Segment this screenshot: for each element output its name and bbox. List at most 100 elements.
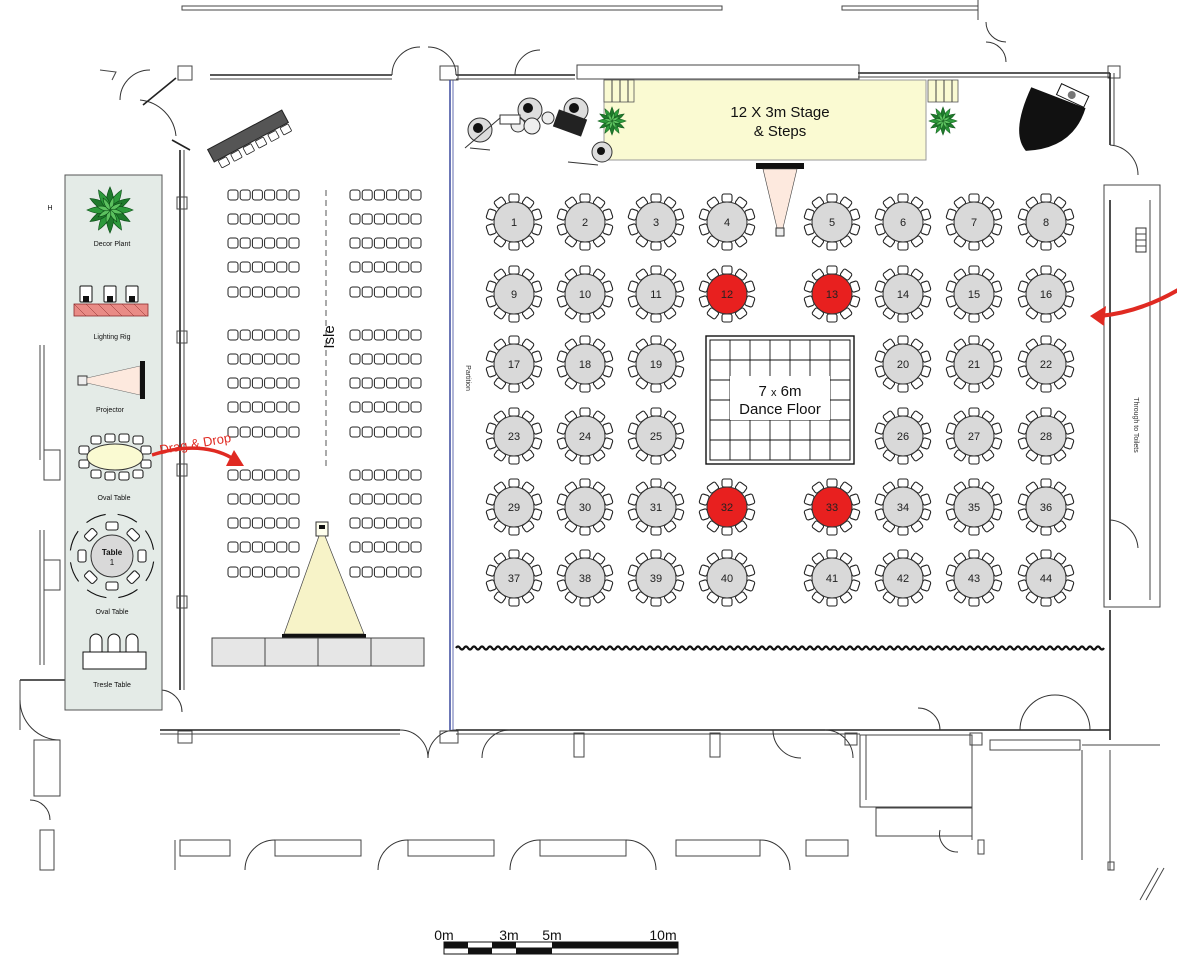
seat[interactable] (264, 261, 276, 273)
seat[interactable] (373, 353, 385, 365)
round-table[interactable]: 40 (698, 549, 756, 607)
seat[interactable] (349, 353, 361, 365)
seat[interactable] (264, 189, 276, 201)
seat[interactable] (398, 566, 410, 578)
seat[interactable] (227, 189, 239, 201)
seat[interactable] (410, 493, 422, 505)
seat[interactable] (227, 353, 239, 365)
seat[interactable] (264, 426, 276, 438)
seat[interactable] (239, 469, 251, 481)
seat[interactable] (251, 426, 263, 438)
seat[interactable] (251, 237, 263, 249)
seat[interactable] (264, 541, 276, 553)
palette-decor-plant[interactable]: Decor Plant (86, 186, 134, 248)
seat[interactable] (239, 401, 251, 413)
seat[interactable] (386, 329, 398, 341)
seat[interactable] (251, 517, 263, 529)
round-table[interactable]: 6 (874, 193, 932, 251)
seat[interactable] (410, 541, 422, 553)
round-table[interactable]: 27 (945, 407, 1003, 465)
round-table[interactable]: 25 (627, 407, 685, 465)
seat[interactable] (251, 353, 263, 365)
seat[interactable] (398, 426, 410, 438)
seat[interactable] (276, 541, 288, 553)
seat[interactable] (276, 213, 288, 225)
seat[interactable] (276, 401, 288, 413)
seat[interactable] (264, 237, 276, 249)
seat[interactable] (227, 261, 239, 273)
seat[interactable] (239, 329, 251, 341)
seat[interactable] (386, 261, 398, 273)
seat[interactable] (373, 377, 385, 389)
seat[interactable] (227, 517, 239, 529)
round-table[interactable]: 17 (485, 335, 543, 393)
seat[interactable] (239, 213, 251, 225)
seat[interactable] (264, 493, 276, 505)
round-table[interactable]: 43 (945, 549, 1003, 607)
palette-trestle-table[interactable]: Tresle Table (82, 633, 147, 689)
seat[interactable] (410, 213, 422, 225)
seat[interactable] (398, 401, 410, 413)
seat[interactable] (398, 329, 410, 341)
round-table[interactable]: 9 (485, 265, 543, 323)
round-table[interactable]: 22 (1017, 335, 1075, 393)
round-table[interactable]: 38 (556, 549, 614, 607)
seat[interactable] (386, 189, 398, 201)
seat[interactable] (386, 426, 398, 438)
seat[interactable] (361, 189, 373, 201)
seat[interactable] (398, 286, 410, 298)
round-table[interactable]: 30 (556, 478, 614, 536)
trestle-table-diagonal[interactable] (206, 109, 293, 170)
round-table[interactable]: 24 (556, 407, 614, 465)
seat[interactable] (264, 286, 276, 298)
seat[interactable] (373, 426, 385, 438)
projector-stage[interactable] (756, 163, 804, 237)
seat[interactable] (227, 566, 239, 578)
seat[interactable] (349, 517, 361, 529)
seat[interactable] (386, 237, 398, 249)
round-table[interactable]: 2 (556, 193, 614, 251)
seat[interactable] (349, 189, 361, 201)
seat[interactable] (410, 261, 422, 273)
seat[interactable] (386, 541, 398, 553)
seat[interactable] (386, 213, 398, 225)
seat[interactable] (349, 377, 361, 389)
seat[interactable] (239, 353, 251, 365)
round-table[interactable]: 15 (945, 265, 1003, 323)
seat[interactable] (288, 377, 300, 389)
seat[interactable] (386, 493, 398, 505)
round-table[interactable]: 10 (556, 265, 614, 323)
seat[interactable] (227, 469, 239, 481)
seat[interactable] (349, 237, 361, 249)
seat[interactable] (349, 401, 361, 413)
seat[interactable] (361, 353, 373, 365)
seat[interactable] (251, 261, 263, 273)
seat[interactable] (398, 189, 410, 201)
seat[interactable] (373, 213, 385, 225)
seat[interactable] (288, 237, 300, 249)
seat[interactable] (398, 353, 410, 365)
seat[interactable] (227, 493, 239, 505)
seat[interactable] (410, 401, 422, 413)
seat[interactable] (239, 541, 251, 553)
seat[interactable] (349, 566, 361, 578)
seat[interactable] (361, 261, 373, 273)
seat[interactable] (373, 493, 385, 505)
seat[interactable] (410, 517, 422, 529)
projector-rear[interactable] (282, 521, 366, 638)
seat[interactable] (288, 261, 300, 273)
plant-icon[interactable] (928, 106, 958, 136)
seat[interactable] (349, 261, 361, 273)
seat[interactable] (349, 329, 361, 341)
seat[interactable] (373, 517, 385, 529)
seat[interactable] (373, 286, 385, 298)
seat[interactable] (251, 541, 263, 553)
round-table[interactable]: 21 (945, 335, 1003, 393)
seat[interactable] (410, 566, 422, 578)
seat[interactable] (264, 401, 276, 413)
seat[interactable] (239, 189, 251, 201)
seat[interactable] (373, 329, 385, 341)
seat[interactable] (227, 541, 239, 553)
seat[interactable] (398, 469, 410, 481)
seat[interactable] (239, 261, 251, 273)
